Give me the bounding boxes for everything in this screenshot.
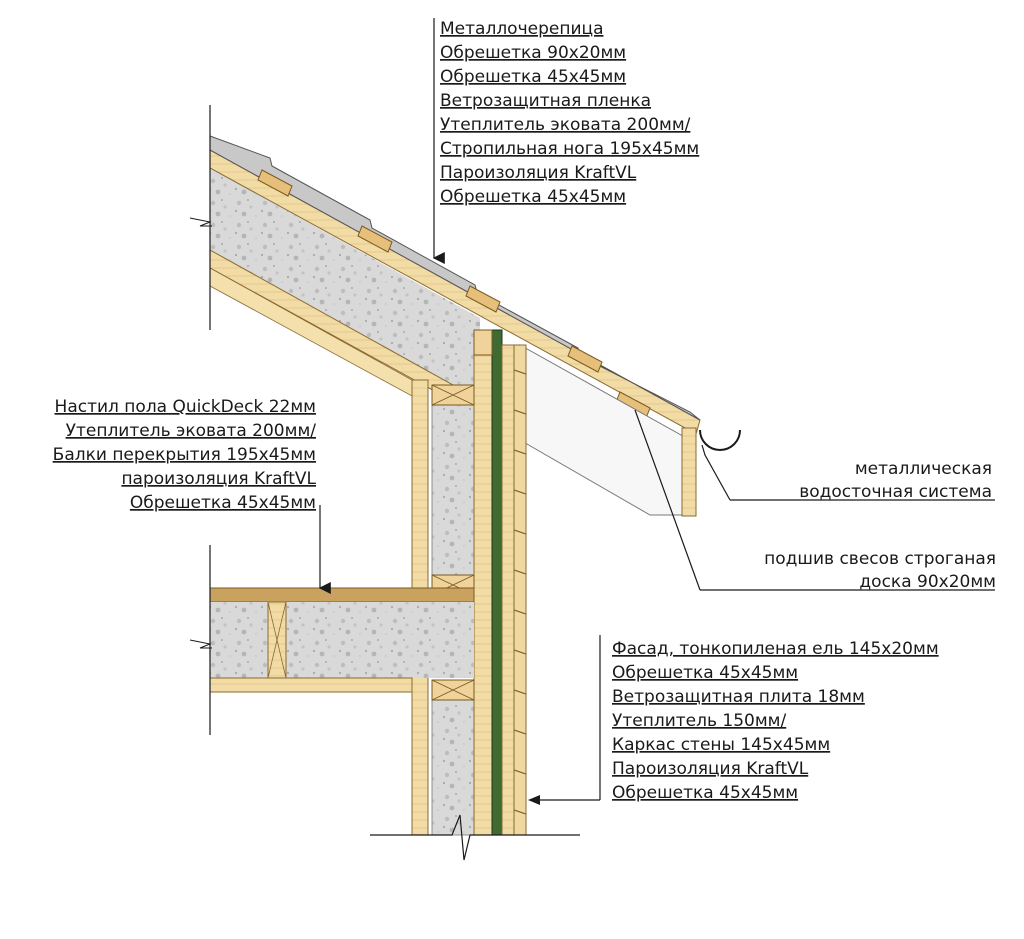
facade-joints — [513, 369, 527, 815]
wall-break-line — [370, 814, 580, 861]
roof-label-rafter: Стропильная нога 195х45мм — [440, 139, 699, 159]
floor-label-beams: Балки перекрытия 195х45мм — [53, 445, 316, 465]
roof-battens — [257, 169, 651, 419]
roof-break-mark — [189, 217, 212, 227]
eave-overhang — [519, 344, 741, 517]
wall-insulation-lower — [431, 699, 475, 836]
roof-label-lathing-45: Обрешетка 45х45мм — [440, 67, 626, 87]
gutter — [699, 429, 741, 451]
ceiling-board — [209, 677, 413, 693]
roof-label-insulation: Утеплитель эковата 200мм/ — [440, 115, 691, 135]
fascia-board — [681, 427, 697, 517]
roof-label-metal-tile: Металлочерепица — [440, 19, 603, 39]
wall-label-lathing: Обрешетка 45х45мм — [612, 663, 798, 683]
wall-label-vapor-barrier: Пароизоляция KraftVL — [612, 759, 809, 779]
wall-label-lathing-inner: Обрешетка 45х45мм — [612, 783, 798, 803]
floor-label-group: Настил пола QuickDeck 22мм Утеплитель эк… — [53, 397, 317, 513]
floor-insulation — [210, 602, 474, 678]
roof-label-group: Металлочерепица Обрешетка 90х20мм Обреше… — [440, 19, 699, 207]
wall-label-facade: Фасад, тонкопиленая ель 145х20мм — [612, 639, 939, 659]
wall-insulation-upper — [431, 399, 475, 581]
facade-cladding — [513, 344, 527, 836]
floor-decking — [209, 587, 475, 603]
floor-label-vapor-barrier: пароизоляция KraftVL — [121, 469, 316, 489]
wall-label-frame: Каркас стены 145х45мм — [612, 735, 830, 755]
wind-board — [491, 329, 503, 836]
gutter-label-line2: водосточная система — [799, 482, 992, 502]
floor-label-insulation: Утеплитель эковата 200мм/ — [66, 421, 317, 441]
facade-batten — [501, 344, 515, 836]
wall-stud — [473, 329, 493, 836]
wall-label-insulation: Утеплитель 150мм/ — [612, 711, 786, 731]
roof-label-lathing-inner: Обрешетка 45х45мм — [440, 187, 626, 207]
wall-label-group: Фасад, тонкопиленая ель 145х20мм Обрешет… — [612, 639, 939, 803]
roof-insulation — [210, 168, 480, 400]
roof-label-vapor-barrier: Пароизоляция KraftVL — [440, 163, 637, 183]
gutter-label-group: металлическая водосточная система — [799, 459, 992, 502]
roof-assembly — [189, 105, 701, 435]
floor-label-deck: Настил пола QuickDeck 22мм — [55, 397, 316, 417]
soffit-label-group: подшив свесов строганая доска 90х20мм — [764, 549, 996, 592]
roof-label-wind-film: Ветрозащитная пленка — [440, 91, 651, 111]
leader-lines — [318, 18, 995, 805]
floor-label-lathing: Обрешетка 45х45мм — [130, 493, 316, 513]
gutter-label-line1: металлическая — [855, 459, 992, 479]
floor-break-mark — [189, 639, 212, 649]
wall-label-wind-board: Ветрозащитная плита 18мм — [612, 687, 865, 707]
floor-assembly — [189, 545, 475, 735]
soffit-label-line1: подшив свесов строганая — [764, 549, 996, 569]
soffit-label-line2: доска 90х20мм — [859, 572, 996, 592]
roof-label-lathing-90: Обрешетка 90х20мм — [440, 43, 626, 63]
